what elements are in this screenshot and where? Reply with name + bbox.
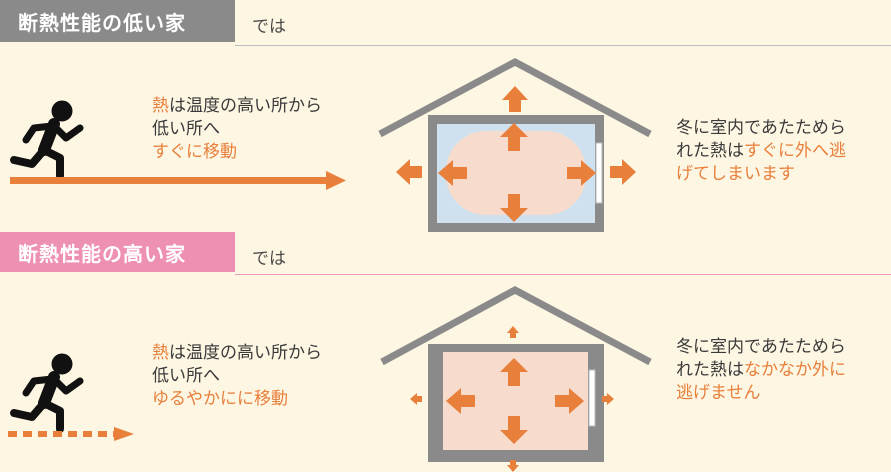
dashed-arrow-icon [8,427,134,441]
high-right-line1: 冬に室内であたためら [676,337,846,357]
low-insulation-section: 断熱性能の低い家 では [0,0,891,232]
low-header-divider [235,45,891,46]
high-right-line2a: れた熱は [676,360,744,380]
high-left-line3: ゆるやかにに移動 [152,389,288,409]
high-header-divider [235,274,891,275]
low-heat-word: 熱 [152,96,169,116]
low-illustration [10,58,652,232]
low-right-description: 冬に室内であたためら れた熱はすぐに外へ逃 げてしまいます [676,117,846,186]
high-right-line3: 逃げません [676,383,761,403]
running-person-icon [10,100,84,180]
low-right-line1: 冬に室内であたためら [676,118,846,138]
heat-arrow-icon [396,86,636,222]
low-right-line2b: すぐに外へ逃 [744,141,846,161]
low-left-line2: 低い所へ [152,119,220,139]
high-left-line2: 低い所へ [152,366,220,386]
high-insulation-section: 断熱性能の高い家 では [0,232,891,472]
high-right-line2b: なかなか外に [744,360,846,380]
solid-arrow-icon [10,171,346,190]
high-left-description: 熱は温度の高い所から 低い所へ ゆるやかにに移動 [152,342,322,411]
high-left-line1: は温度の高い所から [169,343,322,363]
high-insulation-title: 断熱性能の高い家 [0,232,235,272]
low-right-line3: げてしまいます [676,164,795,184]
high-heat-word: 熱 [152,343,169,363]
low-insulation-title: 断熱性能の低い家 [0,0,235,42]
low-left-line3: すぐに移動 [152,142,237,162]
high-house-window [588,369,596,427]
low-right-line2a: れた熱は [676,141,744,161]
heat-arrow-icon [410,326,614,472]
low-left-description: 熱は温度の高い所から 低い所へ すぐに移動 [152,95,322,164]
low-insulation-suffix: では [252,17,286,37]
high-right-description: 冬に室内であたためら れた熱はなかなか外に 逃げません [676,336,846,405]
low-house-warm-area [446,131,586,215]
high-insulation-suffix: では [252,249,286,269]
running-person-icon [10,353,84,433]
high-illustration [8,286,652,472]
low-house-window [595,142,603,204]
low-left-line1: は温度の高い所から [169,96,322,116]
